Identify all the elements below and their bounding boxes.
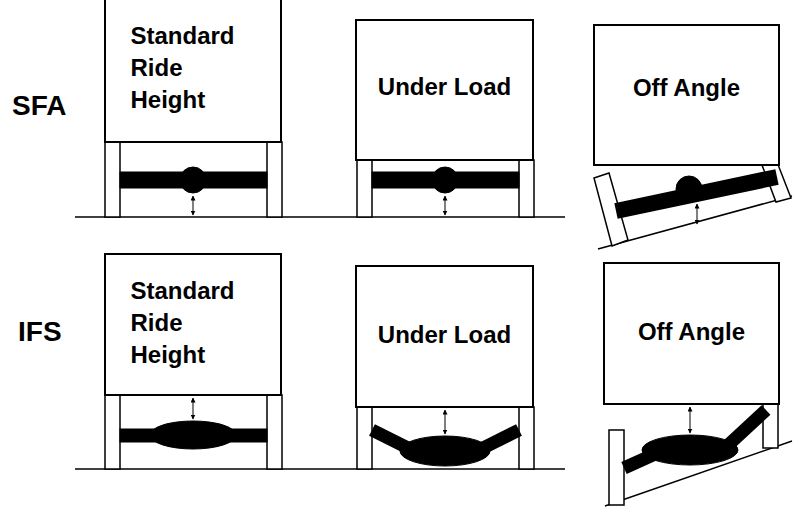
ride-height-box: Under Load — [355, 265, 534, 408]
differential — [642, 435, 738, 465]
box-label: Under Load — [378, 319, 511, 351]
ride-height-box: Off Angle — [603, 262, 780, 405]
ride-height-box: Standard Ride Height — [104, 253, 282, 396]
box-label: Off Angle — [633, 72, 740, 104]
ground-line — [75, 468, 565, 470]
clearance-arrow — [690, 407, 691, 433]
wheel-post — [519, 160, 534, 217]
differential — [400, 436, 490, 466]
differential — [180, 167, 206, 193]
differential — [676, 176, 702, 202]
clearance-arrow — [193, 398, 194, 419]
wheel-post — [105, 395, 120, 469]
clearance-arrow — [445, 196, 446, 215]
wheel-post — [105, 142, 120, 217]
differential — [432, 167, 458, 193]
clearance-arrow — [697, 204, 698, 224]
wheel-post — [519, 407, 534, 469]
wheel-post — [267, 395, 282, 469]
wheel-post — [357, 160, 372, 217]
wheel-post — [609, 430, 624, 505]
clearance-arrow — [445, 410, 446, 434]
clearance-arrow — [193, 196, 194, 215]
box-label: Standard Ride Height — [131, 20, 256, 116]
wheel-post — [357, 407, 372, 469]
ride-height-box: Off Angle — [593, 24, 780, 166]
suspension-type-label: SFA — [12, 90, 66, 122]
wheel-post — [267, 142, 282, 217]
differential — [150, 421, 236, 449]
ride-height-box: Under Load — [355, 19, 534, 161]
ride-height-box: Standard Ride Height — [104, 0, 282, 143]
ground-line — [75, 216, 565, 218]
suspension-type-label: IFS — [18, 316, 62, 348]
box-label: Under Load — [378, 71, 511, 103]
box-label: Standard Ride Height — [131, 275, 256, 371]
box-label: Off Angle — [638, 316, 745, 348]
